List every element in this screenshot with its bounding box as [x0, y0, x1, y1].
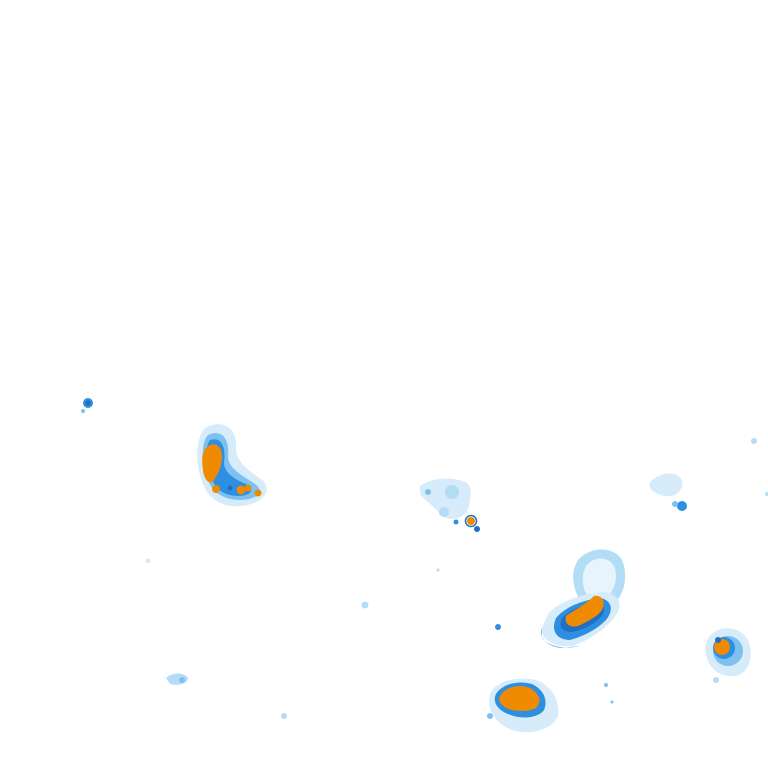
echo-east-scatter: [649, 473, 687, 511]
echo-southwest-blob: [166, 673, 188, 685]
echo-small-blob-3: [495, 624, 614, 704]
echo-west-tiny: [81, 398, 93, 413]
echo-east-round-cell: [705, 628, 751, 683]
echo-northwest-cell-tail: [227, 484, 262, 497]
echo-south-cell: [487, 678, 559, 733]
echo-small-blob-1: [361, 601, 369, 609]
echo-central-cluster: [420, 478, 471, 519]
echo-small-blob-2: [145, 558, 440, 719]
echo-central-small: [453, 514, 480, 532]
echo-ring-cell: [573, 549, 626, 610]
echo-southeast-main: [540, 592, 620, 648]
echo-far-east-dot: [751, 438, 768, 496]
